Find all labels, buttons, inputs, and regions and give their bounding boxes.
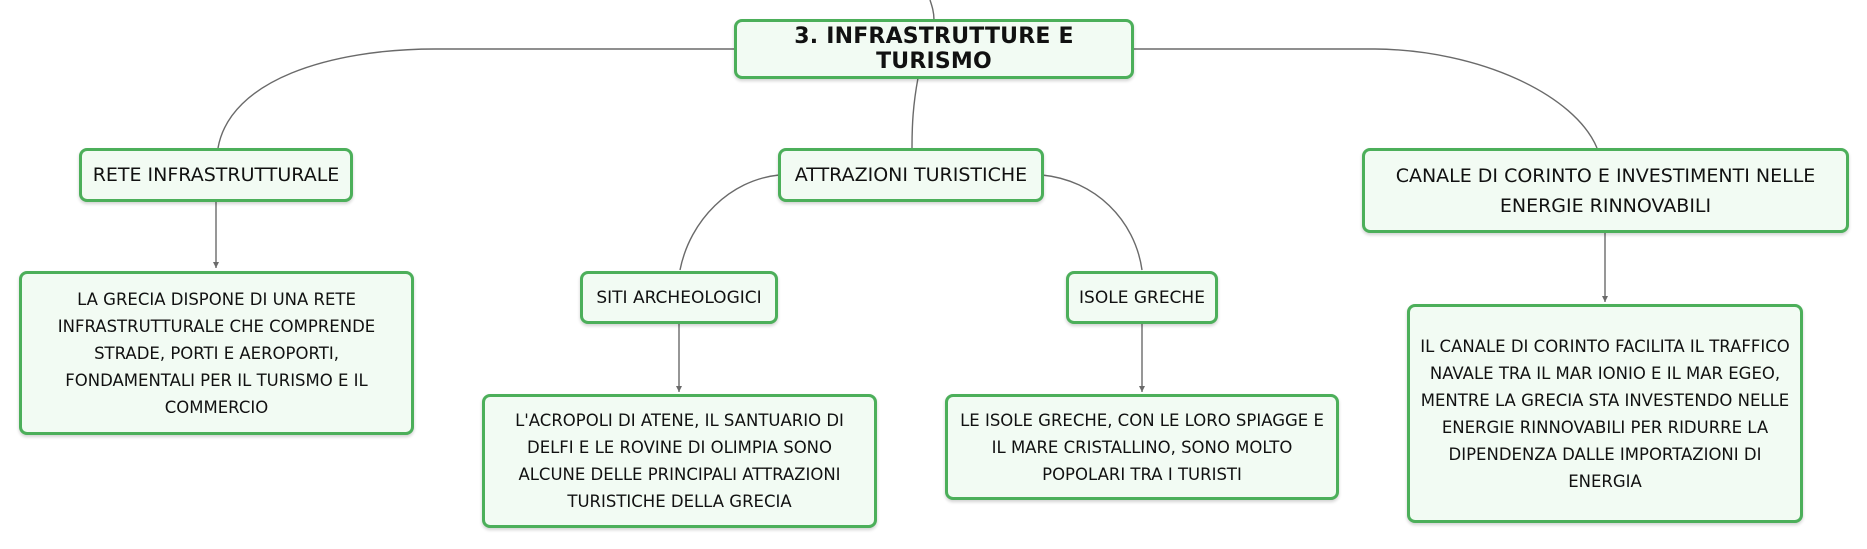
edge-root-to-canal: [1132, 48, 1598, 149]
subtopic-islands[interactable]: ISOLE GRECHE: [1066, 271, 1218, 324]
topic-infrastructure[interactable]: RETE INFRASTRUTTURALE: [79, 148, 353, 202]
topic-canal[interactable]: CANALE DI CORINTO E INVESTIMENTI NELLE E…: [1362, 148, 1849, 233]
detail-islands-text: LE ISOLE GRECHE, CON LE LORO SPIAGGE E I…: [960, 410, 1324, 484]
topic-attractions[interactable]: ATTRAZIONI TURISTICHE: [778, 148, 1044, 202]
detail-sites-text: L'ACROPOLI DI ATENE, IL SANTUARIO DI DEL…: [515, 411, 844, 511]
detail-sites[interactable]: L'ACROPOLI DI ATENE, IL SANTUARIO DI DEL…: [482, 394, 877, 528]
detail-islands[interactable]: LE ISOLE GRECHE, CON LE LORO SPIAGGE E I…: [945, 394, 1339, 500]
subtopic-sites[interactable]: SITI ARCHEOLOGICI: [580, 271, 778, 324]
topic-infrastructure-label: RETE INFRASTRUTTURALE: [92, 164, 340, 186]
edge-root-to-attractions: [911, 77, 919, 149]
detail-canal-text: IL CANALE DI CORINTO FACILITA IL TRAFFIC…: [1420, 336, 1790, 491]
detail-infrastructure-text: LA GRECIA DISPONE DI UNA RETE INFRASTRUT…: [57, 289, 376, 417]
detail-infrastructure[interactable]: LA GRECIA DISPONE DI UNA RETE INFRASTRUT…: [19, 271, 414, 435]
edge-attractions-to-sites: [679, 174, 780, 271]
edge-root-to-infrastructure: [217, 48, 737, 149]
subtopic-islands-label: ISOLE GRECHE: [1079, 287, 1205, 308]
subtopic-sites-label: SITI ARCHEOLOGICI: [596, 287, 762, 308]
edge-parent-to-root: [929, 0, 935, 21]
edge-attractions-to-islands: [1041, 174, 1143, 271]
root-label: 3. INFRASTRUTTURE E TURISMO: [794, 24, 1074, 74]
detail-canal[interactable]: IL CANALE DI CORINTO FACILITA IL TRAFFIC…: [1407, 304, 1803, 523]
topic-attractions-label: ATTRAZIONI TURISTICHE: [794, 164, 1028, 186]
root-node[interactable]: 3. INFRASTRUTTURE E TURISMO: [734, 19, 1134, 79]
topic-canal-label: CANALE DI CORINTO E INVESTIMENTI NELLE E…: [1395, 164, 1816, 217]
